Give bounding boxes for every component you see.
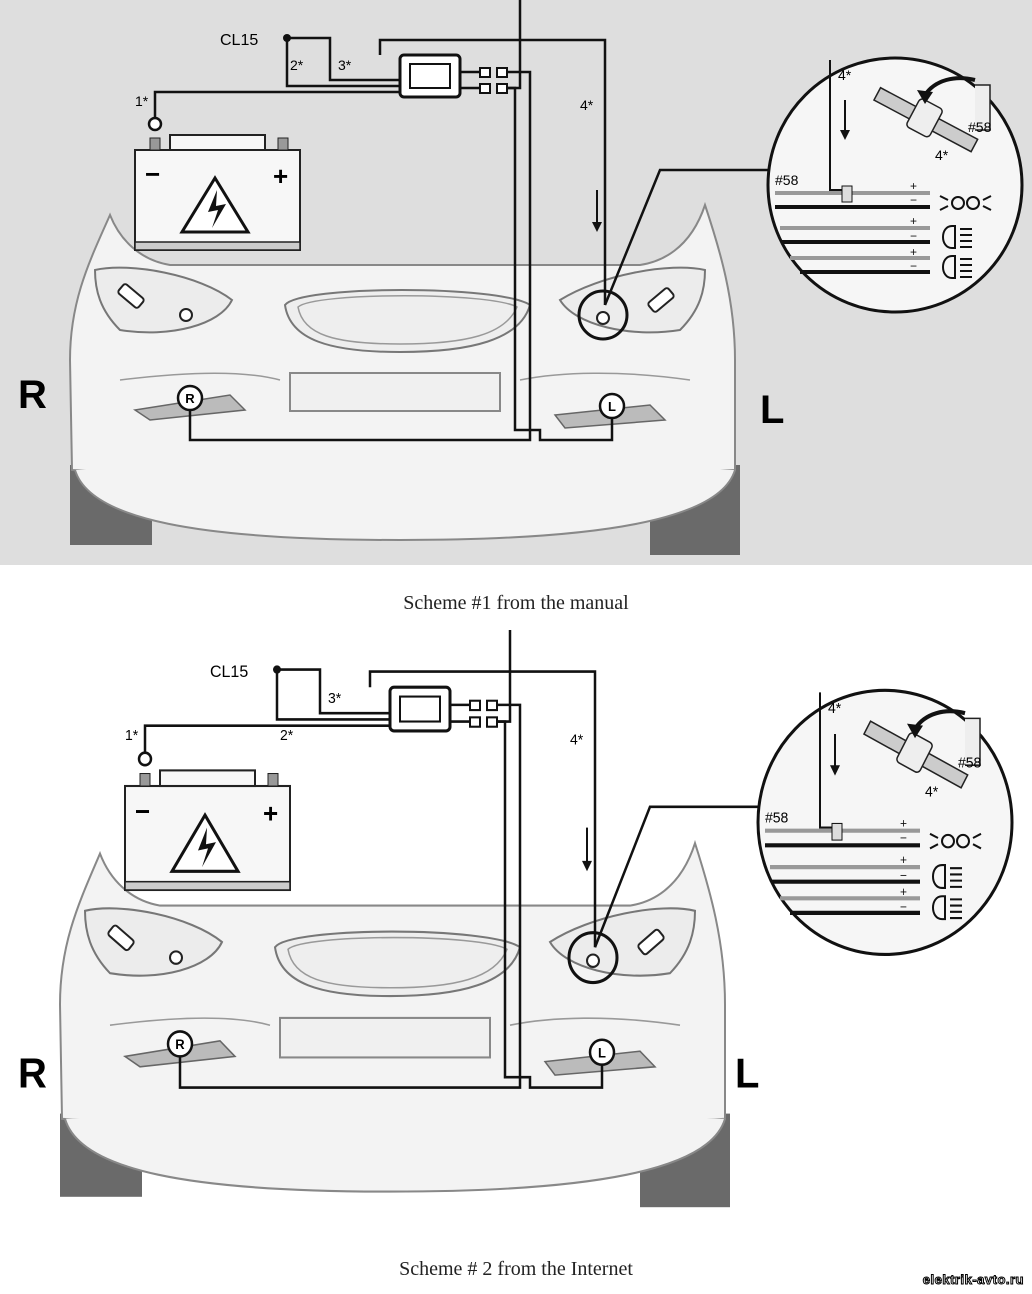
scheme-1-caption: Scheme #1 from the manual [403, 592, 629, 614]
detail-fuse-label: #58 [765, 810, 788, 826]
battery-minus: − [135, 796, 150, 827]
cl15-label: CL15 [210, 663, 248, 681]
wire-3-label: 3* [338, 57, 352, 73]
side-right-label: R [18, 373, 47, 417]
clip-fuse-label: #58 [968, 119, 992, 135]
wire-1-label: 1* [135, 93, 149, 109]
wire-2-label: 2* [290, 57, 304, 73]
side-left-label: L [760, 388, 784, 432]
fog-left-label: L [598, 1045, 606, 1060]
fog-right-label: R [175, 1037, 185, 1052]
clip-wire-4-label: 4* [935, 147, 949, 163]
side-right-label: R [18, 1050, 47, 1097]
scheme-1-panel: CL15 1* 2* 3* 4* 4* 4* #58 #58 − + R L R… [0, 0, 1032, 565]
clip-fuse-label: #58 [958, 755, 981, 771]
battery-plus: + [273, 161, 288, 191]
battery-plus: + [263, 798, 278, 829]
wire-4-label: 4* [570, 732, 584, 748]
scheme-2-panel: CL15 1* 2* 3* 4* 4* 4* #58 #58 − + R L R… [0, 620, 1032, 1235]
watermark: elektrik-avto.ru [922, 1272, 1024, 1288]
wire-1-label: 1* [125, 728, 139, 744]
wire-3-label: 3* [328, 691, 342, 707]
cl15-label: CL15 [220, 32, 258, 49]
detail-wire-4-label: 4* [828, 701, 842, 717]
scheme-1-diagram: CL15 1* 2* 3* 4* 4* 4* #58 #58 − + R L R… [18, 0, 1024, 557]
detail-wire-4-label: 4* [838, 67, 852, 83]
scheme-2-caption: Scheme # 2 from the Internet [399, 1258, 633, 1280]
fog-left-label: L [608, 399, 616, 414]
wire-4-label: 4* [580, 97, 594, 113]
detail-fuse-label: #58 [775, 172, 799, 188]
battery-minus: − [145, 159, 160, 189]
wire-2-label: 2* [280, 728, 294, 744]
side-left-label: L [735, 1050, 759, 1097]
scheme-2-diagram: CL15 1* 2* 3* 4* 4* 4* #58 #58 − + R L R… [18, 620, 1032, 1235]
fog-right-label: R [185, 391, 195, 406]
clip-wire-4-label: 4* [925, 784, 939, 800]
